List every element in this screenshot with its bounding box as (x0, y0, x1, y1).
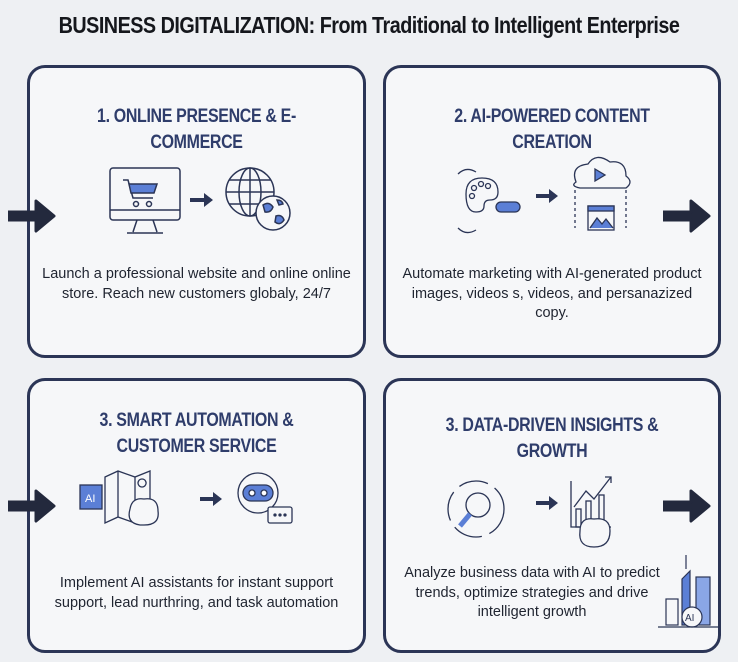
card-title: 1. ONLINE PRESENCE & E-COMMERCE (97, 106, 296, 153)
arrow-right-icon (663, 489, 711, 523)
insights-icons (447, 476, 612, 548)
magnifier-cycle-icon (447, 480, 505, 538)
card-title-line1: 3. SMART AUTOMATION & (99, 410, 294, 431)
smart-city-ai-icon: AI (658, 555, 720, 628)
card-description: Launch a professional website and online… (42, 266, 351, 302)
palette-icon (457, 168, 521, 234)
monitor-cart-icon (109, 167, 181, 234)
cloud-video-icon (573, 156, 631, 231)
arrow-icon (536, 189, 558, 203)
card-online-presence: 1. ONLINE PRESENCE & E-COMMERCE Launch a… (27, 65, 366, 358)
arrow-right-icon (8, 199, 56, 233)
page-title: BUSINESS DIGITALIZATION: From Traditiona… (58, 12, 680, 38)
card-description: Implement AI assistants for instant supp… (54, 575, 339, 611)
content-creation-icons (457, 156, 631, 234)
card-description: Analyze business data with AI to predict… (404, 565, 660, 620)
city-label: AI (685, 613, 694, 624)
chart-brain-icon (570, 476, 612, 548)
ai-chip-map-brain-icon: AI (79, 470, 159, 526)
card-smart-automation: 3. SMART AUTOMATION & CUSTOMER SERVICE A… (27, 378, 366, 653)
automation-icons: AI (79, 470, 293, 526)
arrow-right-icon (663, 199, 711, 233)
chip-label: AI (85, 493, 95, 505)
arrow-icon (190, 193, 213, 207)
arrow-right-icon (8, 489, 56, 523)
globe-icon (225, 167, 291, 231)
card-ai-content: 2. AI-POWERED CONTENT CREATION Automate … (383, 65, 721, 358)
card-title: 2. AI-POWERED CONTENT CREATION (454, 106, 650, 153)
arrow-icon (200, 492, 222, 506)
card-title-line2: CUSTOMER SERVICE (116, 436, 277, 457)
chatbot-icon (237, 472, 293, 524)
card-data-insights: 3. DATA-DRIVEN INSIGHTS & GROWTH AI Anal… (383, 378, 721, 653)
card-description: Automate marketing with AI-generated pro… (402, 266, 702, 321)
ecommerce-icons (109, 167, 291, 234)
arrow-icon (536, 496, 558, 510)
card-title: 3. DATA-DRIVEN INSIGHTS & GROWTH (445, 415, 659, 462)
